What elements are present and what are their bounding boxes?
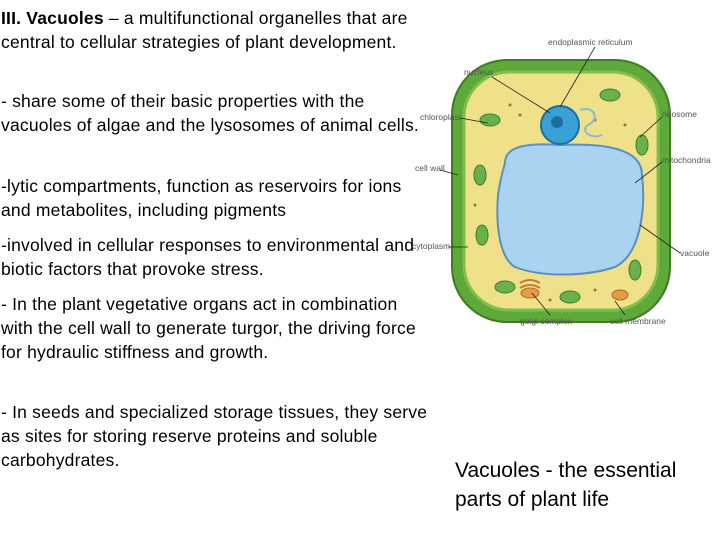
golgi-shape	[519, 279, 541, 289]
slide-caption: Vacuoles - the essential parts of plant …	[455, 459, 677, 511]
er-shape	[579, 108, 603, 138]
paragraph-lytic-compartments: -lytic compartments, function as reservo…	[1, 176, 402, 220]
label-mitochondria: mitochondria	[662, 155, 711, 165]
section-heading: III. Vacuoles – a multifunctional organe…	[1, 6, 431, 54]
nucleolus-shape	[551, 116, 563, 128]
label-cell-membrane: cell membrane	[610, 316, 666, 326]
label-golgi: golgi complex	[520, 316, 573, 326]
heading-title: III. Vacuoles	[1, 8, 104, 28]
label-er: endoplasmic reticulum	[548, 37, 633, 47]
label-chloroplast: chloroplast	[420, 112, 462, 122]
vacuole-shape	[496, 143, 645, 276]
label-cell-wall: cell wall	[415, 163, 445, 173]
paragraph-basic-properties: - share some of their basic properties w…	[1, 91, 419, 135]
heading-description: – a multifunctional organelles that are …	[1, 8, 408, 52]
paragraph-stress-responses: -involved in cellular responses to envir…	[1, 235, 415, 279]
paragraph-turgor: - In the plant vegetative organs act in …	[1, 294, 416, 362]
label-nucleus: nucleus	[464, 67, 493, 77]
label-vacuole: vacuole	[680, 248, 710, 258]
label-ribosome: ribosome	[662, 109, 697, 119]
label-cytoplasm: cytoplasm	[412, 241, 450, 251]
plant-cell-diagram: endoplasmic reticulum nucleus chloroplas…	[412, 37, 711, 326]
chloroplast-group	[473, 88, 649, 304]
ribosome-dots	[473, 103, 642, 302]
leader-lines	[439, 46, 681, 316]
paragraph-storage: - In seeds and specialized storage tissu…	[1, 402, 428, 470]
